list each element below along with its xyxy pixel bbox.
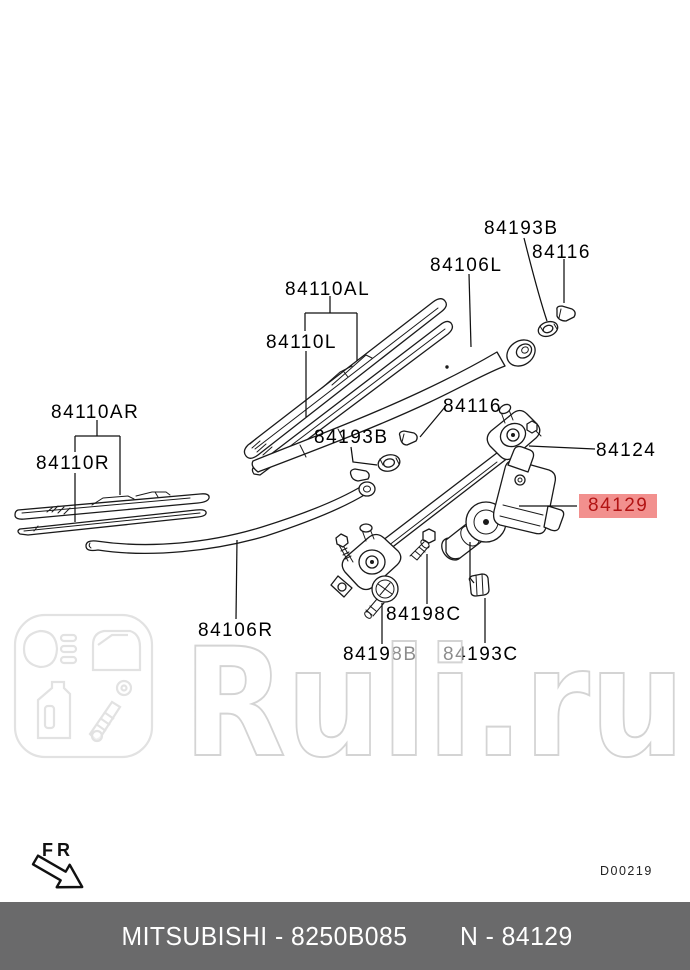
- footer-bar: MITSUBISHI - 8250B085 N - 84129: [0, 902, 690, 970]
- callout-84193c: 84193C: [443, 644, 519, 665]
- callout-84110l: 84110L: [266, 332, 337, 353]
- leader-lines: [74, 237, 596, 644]
- callout-84106l: 84106L: [430, 255, 503, 276]
- front-direction-arrow-icon: [31, 854, 84, 889]
- wiper-motor: [441, 445, 565, 561]
- footer-brand-part: MITSUBISHI - 8250B085: [121, 920, 408, 951]
- wiper-blade-right: [243, 298, 454, 476]
- pivot-cap-top: [537, 305, 576, 338]
- callout-84198c: 84198C: [386, 604, 462, 625]
- front-direction-label: FR: [42, 840, 74, 860]
- callout-84129-highlighted[interactable]: 84129: [579, 494, 658, 518]
- callout-84116-mid: 84116: [443, 396, 502, 417]
- wiper-linkage-frame: [330, 403, 542, 598]
- callout-84124: 84124: [596, 440, 657, 461]
- wiper-arm-left: [85, 468, 376, 554]
- wiper-blade-left: [14, 491, 210, 536]
- callout-84110ar: 84110AR: [51, 402, 140, 423]
- callout-84110al: 84110AL: [285, 279, 371, 300]
- callout-84116-top: 84116: [532, 242, 591, 263]
- wiper-arm-right: [251, 339, 536, 473]
- callout-84106r: 84106R: [198, 620, 274, 641]
- drawing-code: D00219: [600, 864, 653, 878]
- callout-84193b-top: 84193B: [484, 218, 559, 239]
- footer-catalog-ref: N - 84129: [460, 920, 573, 951]
- callout-84198b: 84198B: [343, 644, 418, 665]
- callout-84110r: 84110R: [36, 453, 111, 474]
- callout-84193b-mid: 84193B: [314, 427, 389, 448]
- mounting-bolts: [335, 430, 490, 619]
